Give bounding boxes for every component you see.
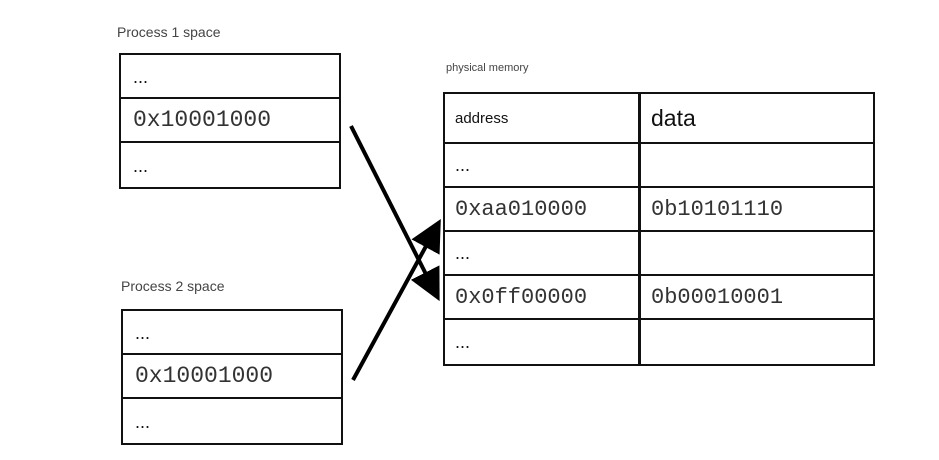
header-address: address xyxy=(445,94,641,142)
physical-memory-header-row: address data xyxy=(445,94,873,144)
table-row: 0x0ff00000 0b00010001 xyxy=(445,276,873,320)
table-row: ... xyxy=(445,232,873,276)
table-row: ... xyxy=(445,320,873,364)
process1-cell-top: ... xyxy=(121,55,339,99)
table-row: 0xaa010000 0b10101110 xyxy=(445,188,873,232)
process2-title: Process 2 space xyxy=(121,278,225,294)
physical-memory-title: physical memory xyxy=(446,62,529,74)
process2-cell-bottom: ... xyxy=(135,411,151,432)
header-data: data xyxy=(651,104,696,131)
row-address: 0x0ff00000 xyxy=(445,276,641,318)
row-data xyxy=(641,232,873,274)
row-data: 0b10101110 xyxy=(651,196,784,222)
row-data xyxy=(641,144,873,186)
row-data: 0b00010001 xyxy=(651,284,784,310)
process1-cell-address: 0x10001000 xyxy=(121,99,339,143)
row-address: ... xyxy=(445,144,641,186)
row-data xyxy=(641,320,873,364)
process1-title: Process 1 space xyxy=(117,24,221,40)
process1-cell-bottom: ... xyxy=(133,155,149,176)
row-address: ... xyxy=(445,232,641,274)
process2-cell-address: 0x10001000 xyxy=(123,355,341,399)
row-address: 0xaa010000 xyxy=(445,188,641,230)
process2-cell-top: ... xyxy=(123,311,341,355)
process2-space: ... 0x10001000 ... xyxy=(121,309,343,445)
row-address: ... xyxy=(445,320,641,364)
arrow-process1-to-0x0ff00000 xyxy=(349,125,440,302)
arrow-process2-to-0xaa010000 xyxy=(351,218,441,381)
process1-space: ... 0x10001000 ... xyxy=(119,53,341,189)
physical-memory-table: address data ... 0xaa010000 0b10101110 .… xyxy=(443,92,875,366)
table-row: ... xyxy=(445,144,873,188)
